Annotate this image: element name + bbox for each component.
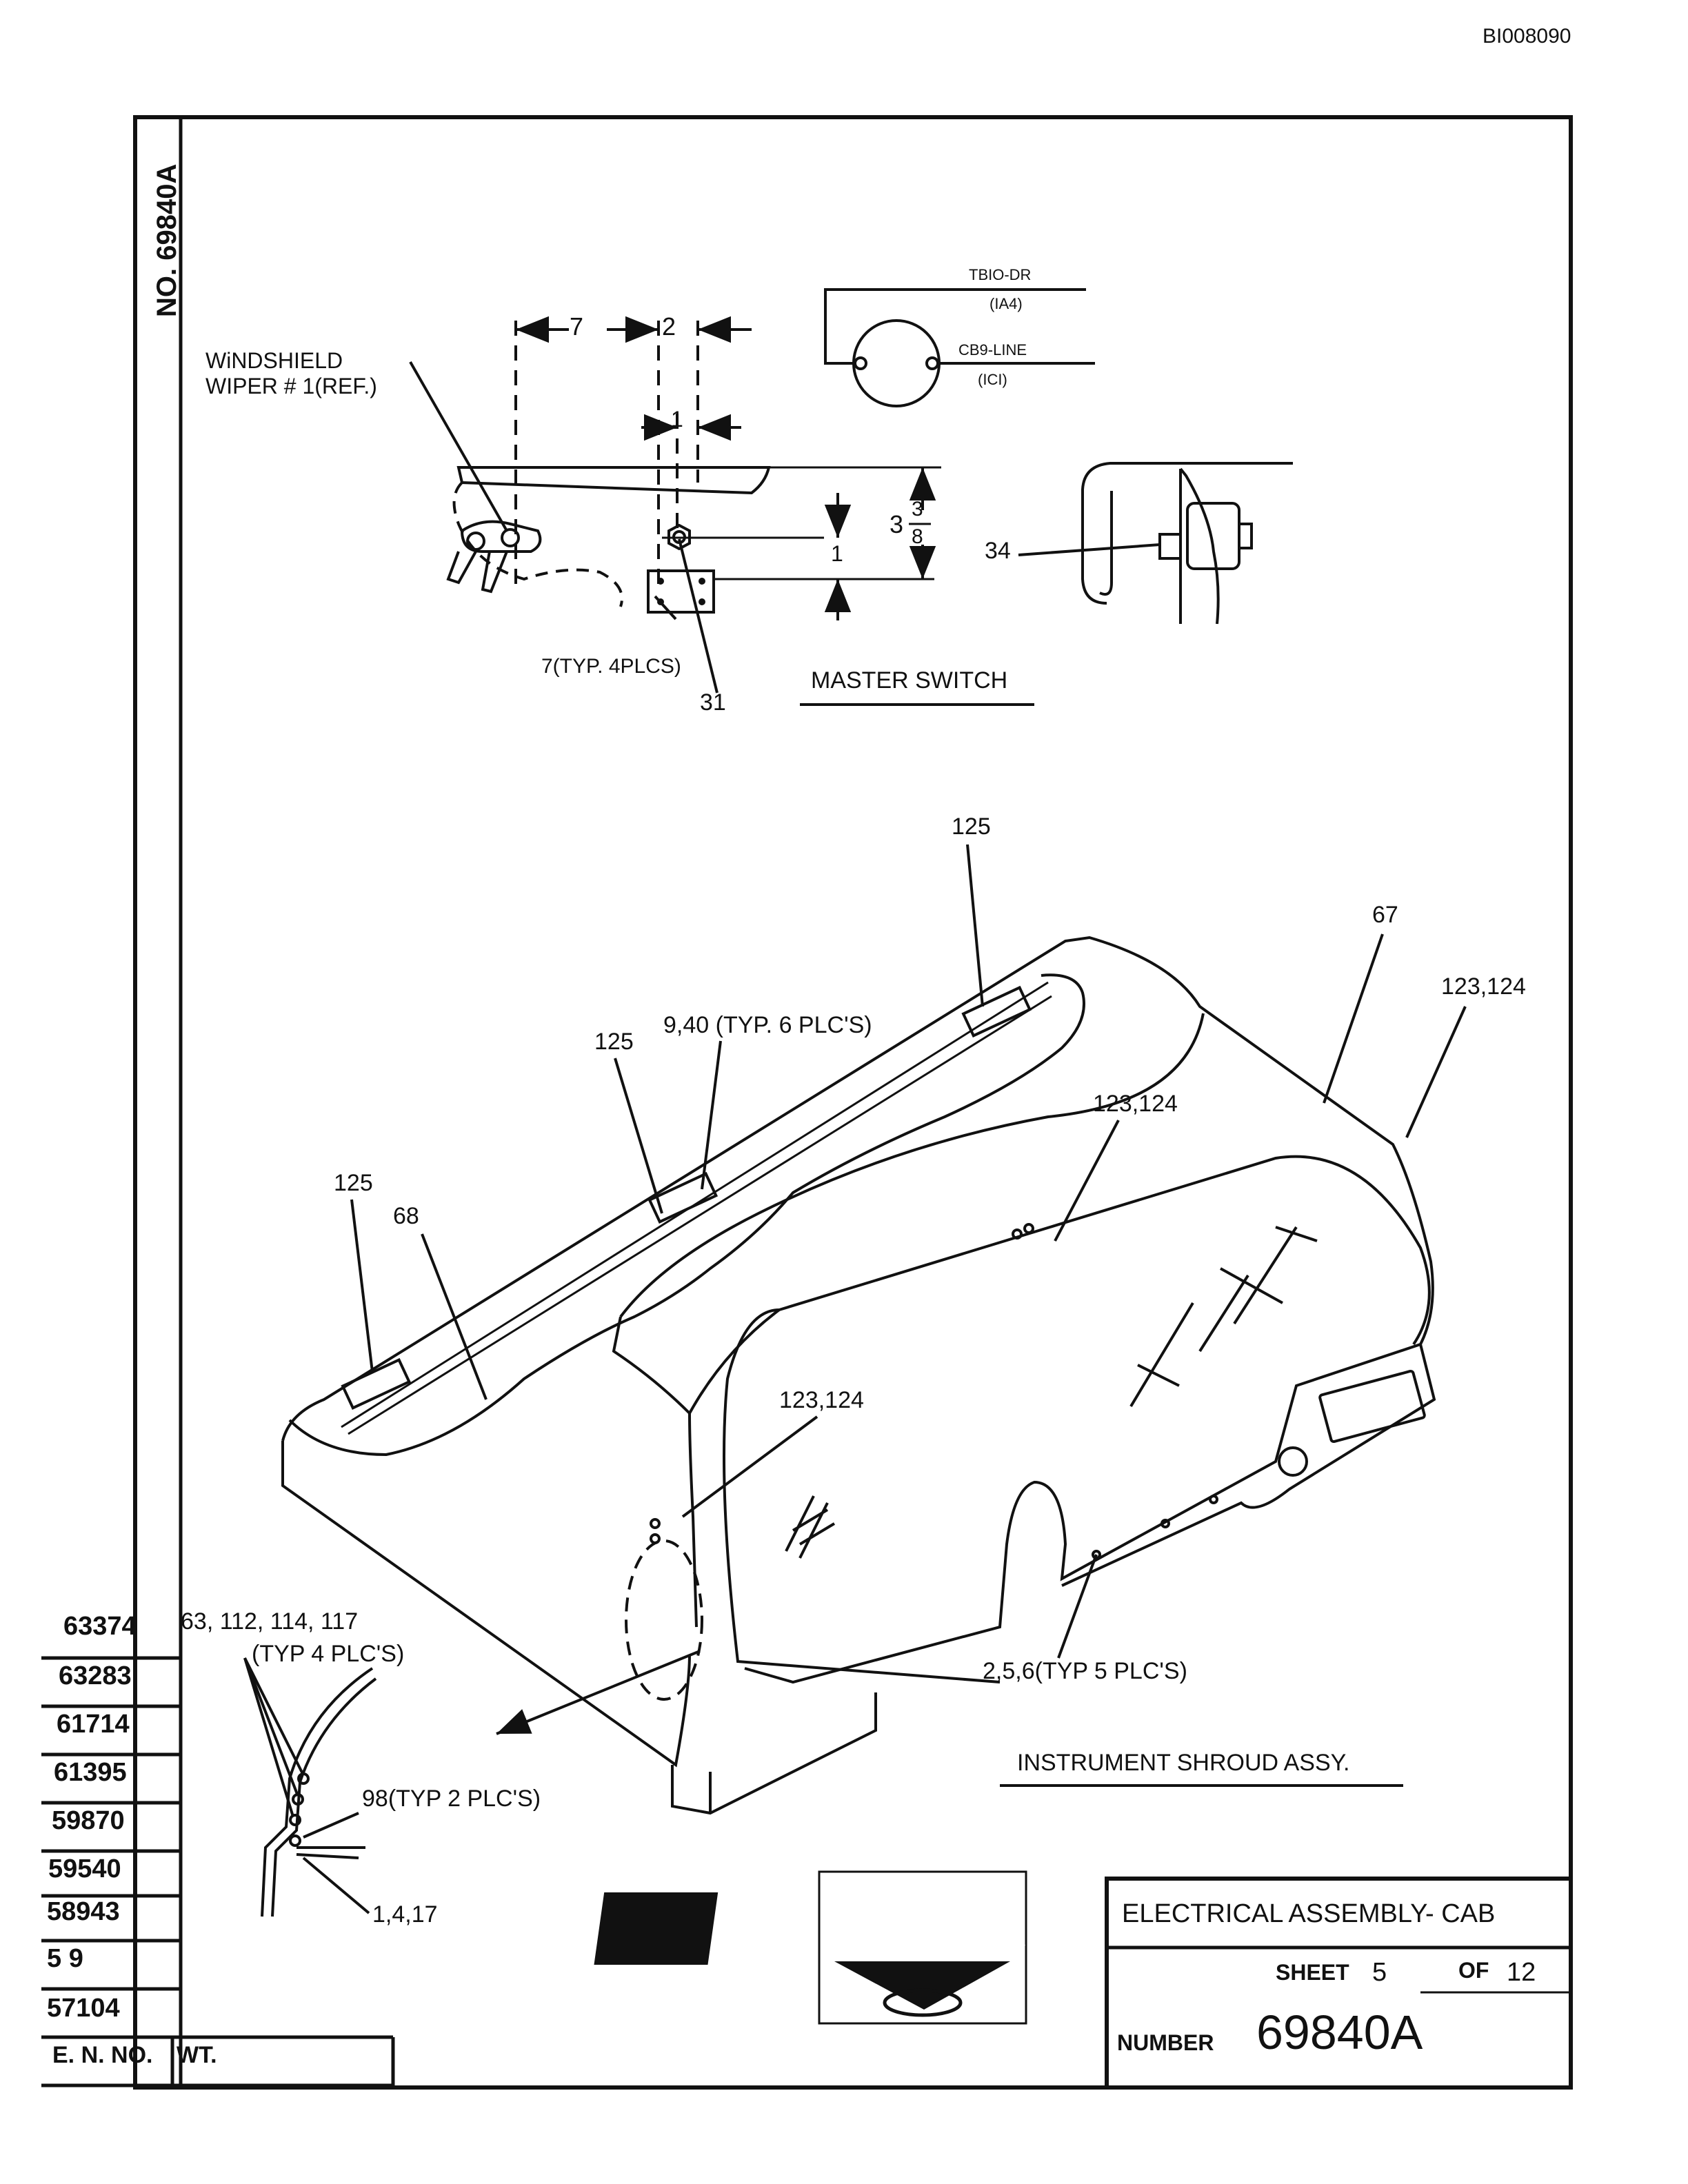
number-label: NUMBER <box>1117 2030 1214 2055</box>
revision-number: 59870 <box>52 1806 125 1835</box>
revision-number: 58943 <box>47 1897 120 1926</box>
dim-2: 2 <box>662 312 676 341</box>
weight-label: WT. <box>177 2042 217 2068</box>
callout-123-124-bottom: 123,124 <box>779 1387 864 1413</box>
callout-9-40: 9,40 (TYP. 6 PLC'S) <box>663 1012 872 1038</box>
dim-3-denominator: 8 <box>912 525 923 548</box>
callout-1-4-17: 1,4,17 <box>372 1901 438 1928</box>
revision-number: 57104 <box>47 1994 120 2023</box>
side-drawing-number: NO. 69840A <box>152 163 182 317</box>
eno-label: E. N. NO. <box>52 2042 153 2068</box>
callout-125-left: 125 <box>334 1170 373 1196</box>
master-switch-schematic <box>824 288 1095 407</box>
callout-34: 34 <box>985 538 1011 564</box>
revision-number: 61395 <box>54 1758 127 1787</box>
callout-125-middle: 125 <box>594 1029 634 1055</box>
detail-view <box>243 1657 377 1917</box>
instrument-shroud-caption: INSTRUMENT SHROUD ASSY. <box>1017 1750 1350 1776</box>
revision-number: 61714 <box>57 1710 130 1739</box>
master-switch-caption: MASTER SWITCH <box>811 667 1008 694</box>
revision-number: 59540 <box>48 1854 121 1883</box>
revision-number: 5 9 <box>47 1944 83 1973</box>
title-block-lines <box>1105 1877 1573 2090</box>
master-switch-plan-view <box>409 316 941 694</box>
instrument-shroud-outline <box>281 844 1467 1815</box>
callout-7-typ: 7(TYP. 4PLCS) <box>541 655 681 678</box>
wiper-label-line2: WIPER # 1(REF.) <box>205 374 377 398</box>
dim-1-top: 1 <box>671 407 683 432</box>
callout-31: 31 <box>700 689 726 716</box>
callout-123-124-middle: 123,124 <box>1093 1091 1178 1117</box>
of-label: OF <box>1458 1958 1489 1983</box>
sheet-label: SHEET <box>1276 1960 1349 1985</box>
callout-68: 68 <box>393 1203 419 1229</box>
wiper-label-line1: WiNDSHIELD <box>205 348 343 373</box>
schematic-ia4: (IA4) <box>989 295 1023 312</box>
sheet-border <box>133 115 1573 2090</box>
callout-63-typ: (TYP 4 PLC'S) <box>252 1641 405 1667</box>
revision-number: 63374 <box>63 1612 137 1641</box>
dim-1-right: 1 <box>831 541 843 566</box>
dim-3-whole: 3 <box>890 510 904 538</box>
drawing-title: ELECTRICAL ASSEMBLY- CAB <box>1122 1899 1496 1928</box>
schematic-tbio-dr: TBIO-DR <box>969 266 1032 283</box>
drawing-number: 69840A <box>1256 2005 1423 2059</box>
schematic-ici: (ICI) <box>978 371 1007 388</box>
revision-number: 63283 <box>59 1661 132 1690</box>
schematic-cb9-line: CB9-LINE <box>958 341 1027 358</box>
callout-67: 67 <box>1372 902 1398 928</box>
revision-table-lines <box>41 1656 395 2087</box>
master-switch-side-view <box>1018 462 1293 625</box>
logo-text: UNIT RIG <box>893 1910 1069 1954</box>
callout-125-top: 125 <box>952 813 991 840</box>
callout-63-112-114-117: 63, 112, 114, 117 <box>181 1608 359 1635</box>
unit-rig-logo <box>594 1870 1027 2025</box>
sheet-total: 12 <box>1507 1958 1536 1987</box>
document-id: BI008090 <box>1483 25 1571 48</box>
callout-2-5-6: 2,5,6(TYP 5 PLC'S) <box>983 1658 1187 1684</box>
callout-98: 98(TYP 2 PLC'S) <box>362 1786 541 1812</box>
dim-3-numerator: 3 <box>912 498 923 520</box>
sheet-number: 5 <box>1372 1958 1387 1987</box>
dim-7: 7 <box>570 312 584 341</box>
callout-123-124-right: 123,124 <box>1441 973 1526 1000</box>
